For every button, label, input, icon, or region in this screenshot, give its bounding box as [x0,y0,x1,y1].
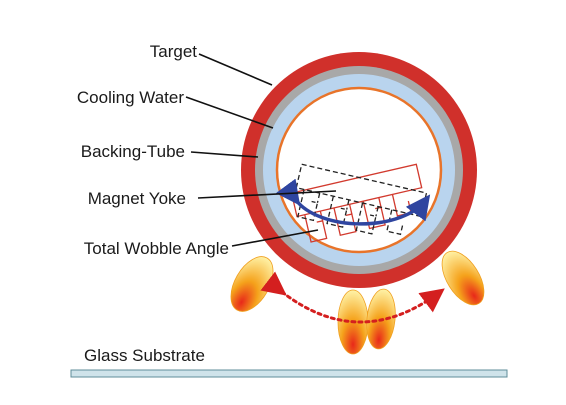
flame-plume-icon [441,250,485,306]
glass-substrate [70,369,508,378]
label-cooling-water: Cooling Water [77,88,184,107]
flame-plume-icon [230,256,274,312]
wobble-angle-leader [231,229,319,247]
rotation-arrow [260,271,445,324]
inner-tube-ring [275,86,443,254]
label-magnet-yoke: Magnet Yoke [88,189,186,208]
leader-lines [185,53,337,247]
backing-tube-leader [190,151,259,158]
label-total-wobble-angle: Total Wobble Angle [84,239,229,258]
label-target: Target [150,42,198,61]
cooling-water-leader [185,96,274,129]
label-backing-tube: Backing-Tube [81,142,185,161]
wobble-angle-arc [275,178,431,226]
target-leader [198,53,273,86]
label-glass-substrate: Glass Substrate [84,346,205,365]
rotary-tube [241,52,477,288]
magnet-yoke-leader [197,190,337,199]
